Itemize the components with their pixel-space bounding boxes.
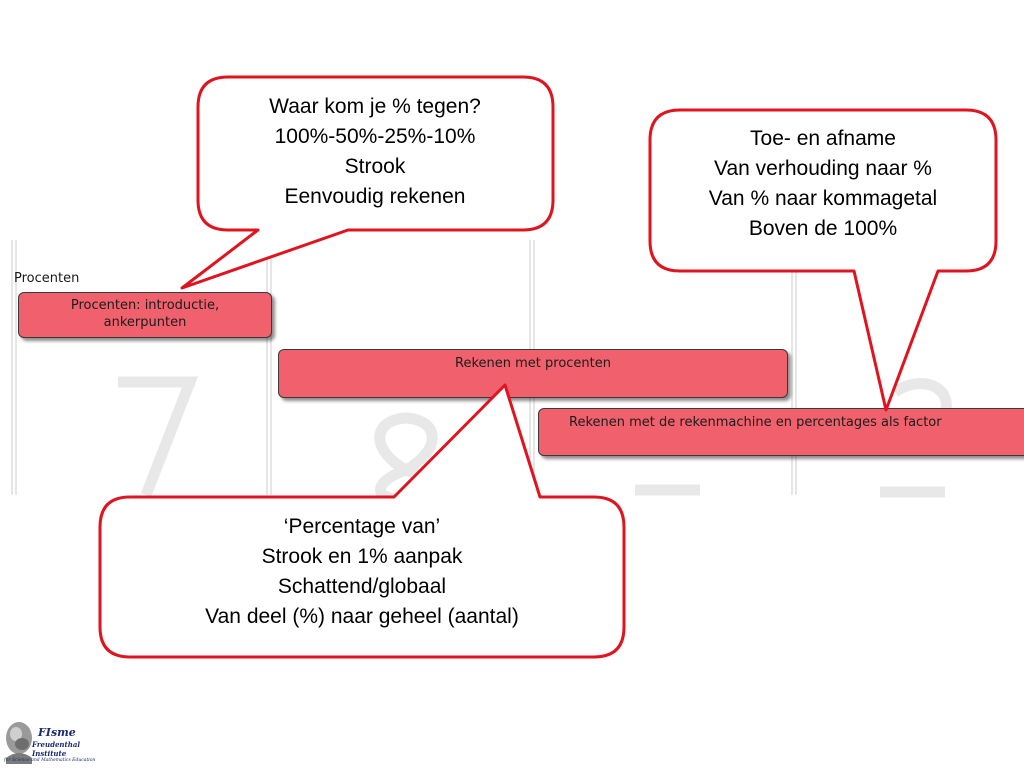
logo-title: FIsme [38, 726, 76, 739]
callout-line: Van deel (%) naar geheel (aantal) [205, 605, 519, 628]
callout-line: Strook en 1% aanpak [261, 545, 463, 568]
timeline-bar-procenten-introductie: Procenten: introductie, ankerpunten [18, 292, 272, 338]
bar-label: Rekenen met de rekenmachine en percentag… [569, 415, 942, 430]
bar-label: Rekenen met procenten [455, 356, 611, 371]
logo-tagline: for Science and Mathematics Education [4, 758, 96, 763]
timeline-bar-rekenen-met-procenten: Rekenen met procenten [278, 349, 788, 398]
callout-line: Eenvoudig rekenen [284, 185, 466, 208]
timeline-bar-rekenmachine-percentages: Rekenen met de rekenmachine en percentag… [538, 408, 1024, 456]
callout-line: 100%-50%-25%-10% [274, 125, 476, 148]
callout-text-3: ‘Percentage van’ Strook en 1% aanpak Sch… [100, 512, 624, 632]
callout-line: Schattend/globaal [277, 575, 447, 598]
callout-line: Boven de 100% [748, 217, 898, 240]
bar-label-line-1: Procenten: introductie, [70, 298, 220, 313]
callout-line: Van verhouding naar % [714, 157, 932, 180]
callout-text-2: Toe- en afname Van verhouding naar % Van… [650, 124, 996, 244]
callout-text-1: Waar kom je % tegen? 100%-50%-25%-10% St… [198, 92, 552, 212]
callout-line: Van % naar kommagetal [708, 187, 938, 210]
callout-line: Strook [344, 155, 406, 178]
bar-label-line-2: ankerpunten [103, 315, 187, 330]
callout-line: Toe- en afname [750, 127, 896, 150]
fisme-logo: FIsme Freudenthal Institute for Science … [2, 716, 112, 766]
section-label-procenten: Procenten [14, 271, 80, 286]
logo-subtitle: Freudenthal Institute [32, 740, 81, 758]
callout-line: Waar kom je % tegen? [269, 95, 481, 118]
callout-line: ‘Percentage van’ [283, 515, 441, 538]
freudenthal-portrait-icon [6, 722, 32, 764]
